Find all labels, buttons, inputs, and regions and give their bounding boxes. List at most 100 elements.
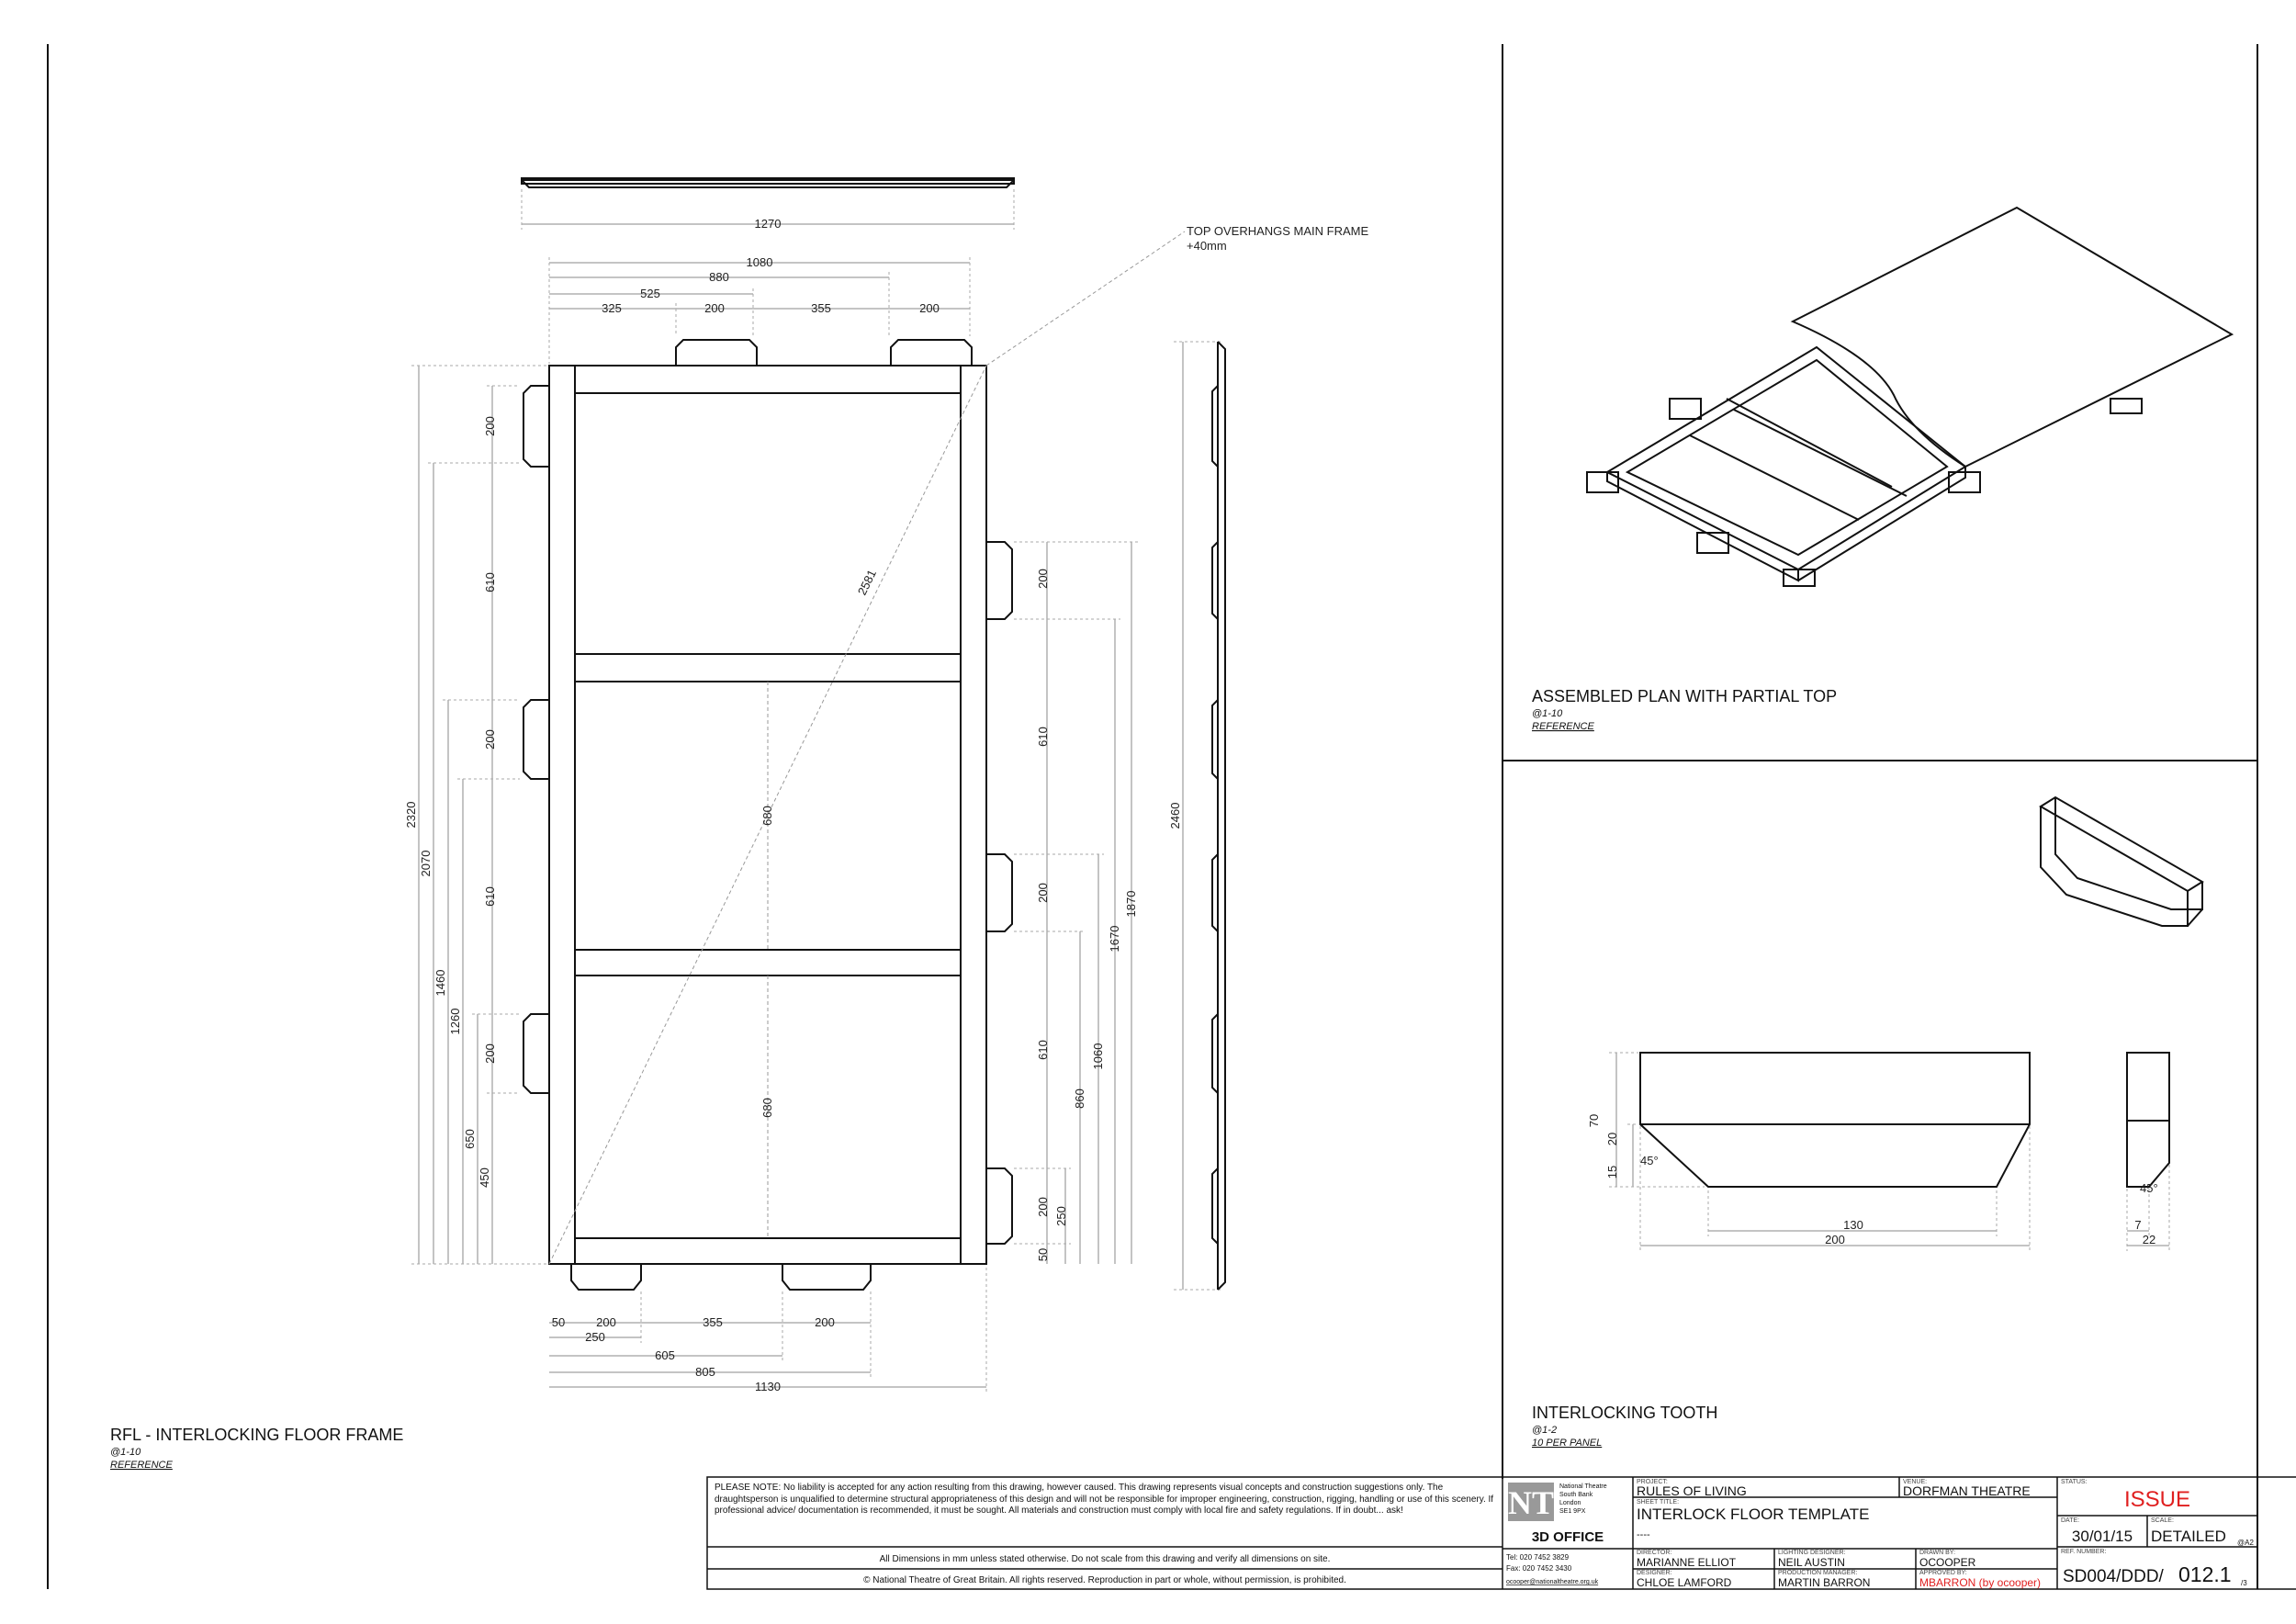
- address-line: South Bank: [1559, 1492, 1593, 1498]
- dim-200: 200: [483, 416, 497, 436]
- dim-610: 610: [1036, 1040, 1050, 1060]
- date-label: DATE:: [2061, 1517, 2079, 1524]
- dim-355: 355: [811, 301, 831, 315]
- dim-1260: 1260: [448, 1009, 462, 1035]
- tooth-extension-lines: [1609, 1052, 2170, 1251]
- dim-250: 250: [1054, 1206, 1068, 1226]
- dim-1130: 1130: [755, 1380, 781, 1393]
- inner-dims: [548, 231, 1186, 1265]
- dim-650: 650: [463, 1129, 477, 1149]
- annotation-line2: +40mm: [1187, 239, 1227, 253]
- designer-label: DESIGNER:: [1637, 1570, 1672, 1576]
- tooth-left-1: [523, 385, 549, 468]
- project-name: RULES OF LIVING: [1637, 1483, 1747, 1498]
- scale-value: DETAILED: [2151, 1528, 2226, 1545]
- dim-610: 610: [483, 572, 497, 592]
- dim-805: 805: [695, 1365, 715, 1379]
- address-line: SE1 9PX: [1559, 1508, 1586, 1515]
- tooth-left-2: [523, 699, 549, 780]
- frame-outer: [548, 365, 987, 1265]
- pm-label: PRODUCTION MANAGER:: [1778, 1570, 1857, 1576]
- address-line: National Theatre: [1559, 1483, 1607, 1490]
- dim-2070: 2070: [419, 851, 433, 877]
- dim-130: 130: [1843, 1218, 1863, 1232]
- dim-325: 325: [602, 301, 622, 315]
- fax: Fax: 020 7452 3430: [1506, 1564, 1572, 1573]
- tooth-dim-lines: [1615, 1053, 2169, 1246]
- tooth-right-1: [986, 541, 1013, 620]
- dim-15: 15: [1605, 1166, 1619, 1179]
- dim-1270: 1270: [755, 217, 782, 231]
- dim-1460: 1460: [433, 970, 447, 997]
- status-badge: ISSUE: [2124, 1487, 2190, 1512]
- dim-50: 50: [1036, 1248, 1050, 1261]
- tooth-view-scale: @1-2: [1532, 1425, 1557, 1436]
- title-block: [706, 1476, 2296, 1590]
- extension-lines: [411, 189, 1221, 1393]
- assembled-view-title: ASSEMBLED PLAN WITH PARTIAL TOP: [1532, 687, 1837, 705]
- dim-1870: 1870: [1124, 891, 1138, 918]
- dim-860: 860: [1073, 1088, 1086, 1109]
- dimension-lines: [418, 223, 1184, 1388]
- dim-450: 450: [478, 1167, 491, 1188]
- dim-525: 525: [640, 287, 660, 300]
- floor-frame-plan: [521, 177, 1015, 1291]
- ref-label: REF. NUMBER:: [2061, 1549, 2106, 1555]
- dim-2320: 2320: [404, 802, 418, 829]
- tooth-top-1: [675, 339, 758, 366]
- main-view-scale: @1-10: [110, 1447, 141, 1458]
- dim-250: 250: [585, 1330, 605, 1344]
- tooth-isometric: [2039, 795, 2204, 927]
- assembled-view-scale: @1-10: [1532, 708, 1563, 719]
- dim-355: 355: [703, 1315, 723, 1329]
- sheet-subtitle: ----: [1637, 1529, 1650, 1540]
- dim-20: 20: [1605, 1133, 1619, 1145]
- designer: CHLOE LAMFORD: [1637, 1576, 1732, 1589]
- dim-45deg: 45°: [1640, 1154, 1659, 1167]
- tooth-right-3: [986, 1167, 1013, 1245]
- office-name: 3D OFFICE: [1532, 1529, 1604, 1545]
- dim-680: 680: [760, 1098, 774, 1118]
- dim-605: 605: [655, 1348, 675, 1362]
- tooth-top-2: [890, 339, 973, 366]
- tooth-bottom-1: [570, 1264, 642, 1291]
- dim-610: 610: [483, 886, 497, 907]
- dim-200: 200: [704, 301, 725, 315]
- annotation-line1: TOP OVERHANGS MAIN FRAME: [1187, 224, 1368, 238]
- assembled-isometric: [1586, 206, 2234, 587]
- copyright: © National Theatre of Great Britain. All…: [863, 1575, 1346, 1585]
- tooth-left-3: [523, 1013, 549, 1094]
- main-view-note: REFERENCE: [110, 1460, 174, 1471]
- project-label: PROJECT:: [1637, 1479, 1668, 1485]
- side-elevation: [1211, 341, 1226, 1291]
- ref-sub: /3: [2241, 1579, 2247, 1587]
- lighting-designer: NEIL AUSTIN: [1778, 1556, 1845, 1569]
- dim-200: 200: [1036, 883, 1050, 903]
- tooth-side: [2126, 1052, 2170, 1188]
- approved-by: MBARRON (by ocooper): [1919, 1576, 2041, 1589]
- dim-200: 200: [1036, 569, 1050, 589]
- svg-text:NT: NT: [1508, 1484, 1554, 1521]
- dim-610: 610: [1036, 727, 1050, 747]
- assembled-view-note: REFERENCE: [1532, 721, 1595, 732]
- dim-200: 200: [596, 1315, 616, 1329]
- disclaimer: PLEASE NOTE: No liability is accepted fo…: [715, 1483, 1494, 1516]
- sheet-title: INTERLOCK FLOOR TEMPLATE: [1637, 1506, 1869, 1523]
- dim-2460: 2460: [1168, 803, 1182, 829]
- dim-200: 200: [483, 729, 497, 750]
- date: 30/01/15: [2072, 1528, 2133, 1545]
- tooth-view-title: INTERLOCKING TOOTH: [1532, 1404, 1717, 1422]
- dim-70: 70: [1587, 1114, 1601, 1127]
- dim-200: 200: [919, 301, 940, 315]
- drawn-by: OCOOPER: [1919, 1556, 1976, 1569]
- tooth-view-note: 10 PER PANEL: [1532, 1438, 1602, 1449]
- dim-7: 7: [2134, 1218, 2141, 1232]
- scale-label: SCALE:: [2151, 1517, 2174, 1524]
- tooth-front: [1639, 1052, 2031, 1188]
- status-label: STATUS:: [2061, 1479, 2088, 1485]
- dim-45deg: 45°: [2140, 1181, 2158, 1195]
- dim-200: 200: [483, 1043, 497, 1064]
- venue-label: VENUE:: [1903, 1479, 1927, 1485]
- dim-680: 680: [760, 806, 774, 826]
